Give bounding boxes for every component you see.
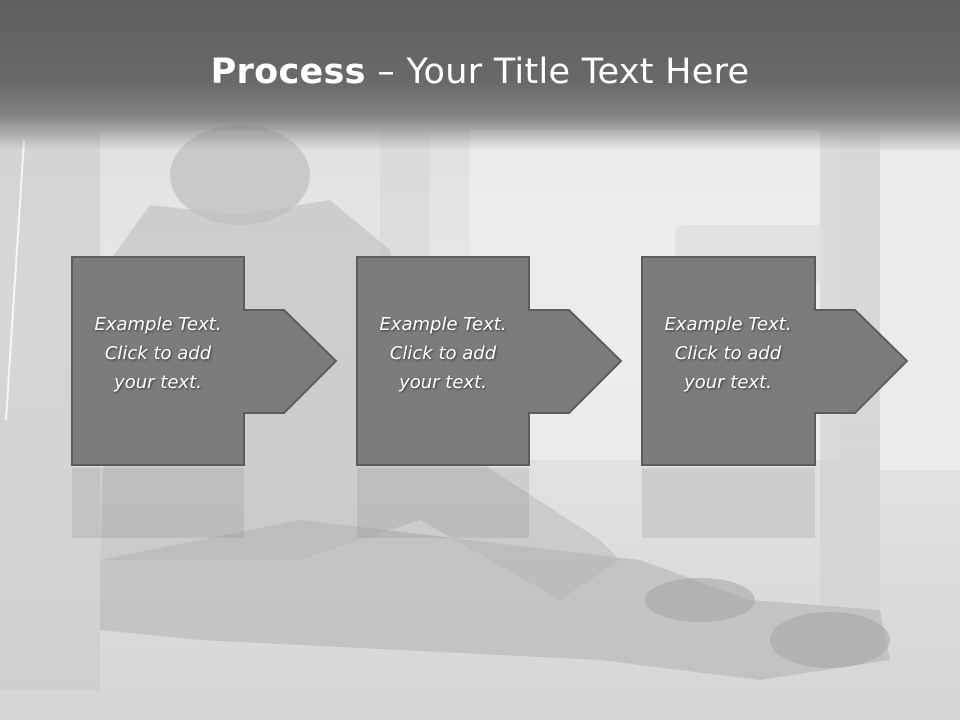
step-reflections <box>72 468 815 538</box>
process-step-2[interactable] <box>356 256 623 466</box>
title-bar <box>0 0 960 150</box>
step-3-box-arrow <box>641 256 909 466</box>
step-2-text[interactable]: Example Text. Click to add your text. <box>379 314 507 393</box>
step-2-box-arrow <box>356 256 623 466</box>
step-1-text[interactable]: Example Text. Click to add your text. <box>94 314 222 393</box>
process-step-3[interactable] <box>641 256 909 466</box>
step-3-text[interactable]: Example Text. Click to add your text. <box>664 314 792 393</box>
slide-title[interactable]: Process – Your Title Text Here <box>0 52 960 92</box>
step-1-box-arrow <box>71 256 338 466</box>
title-bold: Process <box>210 52 366 92</box>
process-step-1[interactable] <box>71 256 338 466</box>
title-rest: – Your Title Text Here <box>365 52 750 92</box>
